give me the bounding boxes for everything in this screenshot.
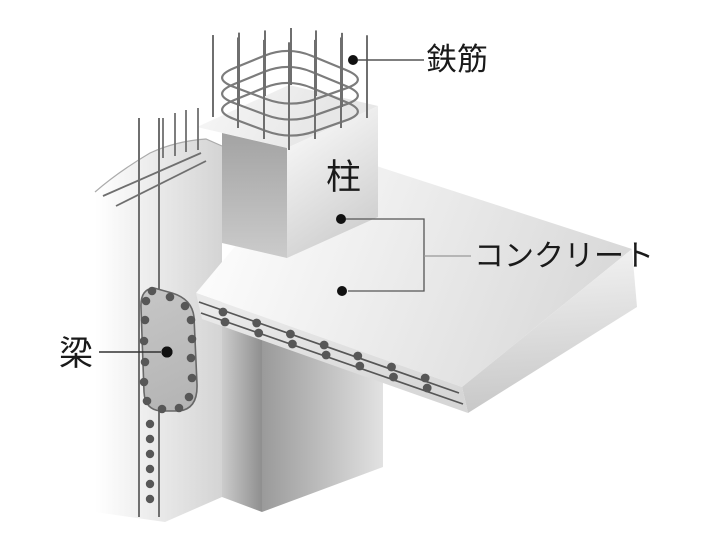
column-label: 柱 (326, 158, 361, 197)
concrete-label: コンクリート (474, 240, 654, 273)
rebar-dot (140, 315, 150, 325)
rebar-dot (145, 494, 155, 504)
rebar-dot (422, 383, 432, 393)
rebar-dot (145, 479, 155, 489)
beam-label: 梁 (59, 335, 93, 373)
rebar-dot (157, 404, 167, 414)
annotation-column: 柱 (326, 158, 361, 197)
wall-diagonal-bar-1 (102, 152, 202, 197)
concrete-marker-dot-column (336, 214, 346, 224)
rebar-dot (142, 396, 152, 406)
rebar-dot (286, 329, 295, 339)
rebar-dot (186, 315, 196, 325)
rebar-dot (387, 362, 396, 372)
beam-marker-dot (161, 346, 173, 358)
rebar-dot (254, 328, 264, 338)
slab-rebar-dots (218, 307, 432, 393)
concrete-marker-dot-slab (337, 286, 347, 296)
wall-diagonal-bar-2 (115, 160, 207, 207)
rebar-dot (139, 336, 149, 346)
slab-stirrup-line-top (198, 301, 460, 394)
lower-column (222, 324, 383, 512)
upper-column (197, 85, 378, 258)
rebar-dot (180, 301, 190, 311)
rebar-dot (174, 403, 184, 413)
wall-protruding-bars (162, 108, 199, 158)
rebar-cage (212, 28, 368, 150)
rebar-dot (145, 419, 155, 429)
slab-right-face (462, 249, 637, 413)
rebar-dot (218, 307, 228, 317)
rebar-dot (187, 334, 197, 344)
annotation-rebar: 鉄筋 (348, 42, 488, 77)
rebar-dot (165, 292, 175, 302)
column-left-face (222, 133, 287, 258)
rebar-dot (187, 373, 197, 383)
rebar-dot (186, 353, 196, 363)
rebar-label: 鉄筋 (426, 42, 488, 77)
rebar-dot (147, 286, 157, 296)
rebar-dot (353, 351, 363, 361)
rebar-dot (355, 361, 365, 371)
concrete-leader-bracket (346, 218, 425, 292)
cage-vertical-bars (212, 28, 368, 150)
annotation-beam: 梁 (59, 335, 173, 373)
rebar-marker-dot (348, 55, 358, 65)
rebar-dot (145, 449, 155, 459)
rebar-dot (321, 350, 331, 360)
rebar-dot (420, 373, 430, 383)
rebar-dot (140, 357, 150, 367)
wall-torn-edge (94, 138, 223, 193)
wall-rebar-dots (145, 419, 155, 504)
annotation-concrete: コンクリート (336, 214, 654, 296)
rebar-dot (139, 377, 149, 387)
rebar-dot (288, 339, 297, 349)
rebar-dot (184, 392, 194, 402)
rebar-dot (252, 318, 262, 328)
rebar-dot (145, 434, 155, 444)
rebar-dot (220, 317, 230, 327)
rebar-dot (141, 296, 151, 306)
column-top-face (197, 85, 378, 148)
rebar-dot (389, 372, 398, 382)
rebar-dot (145, 464, 155, 474)
column-right-face (287, 106, 378, 258)
lower-column-left-face (222, 324, 262, 512)
slab-stirrup-line-bottom (200, 312, 464, 405)
rebar-dot (319, 340, 329, 350)
lower-column-front-face (262, 338, 383, 512)
